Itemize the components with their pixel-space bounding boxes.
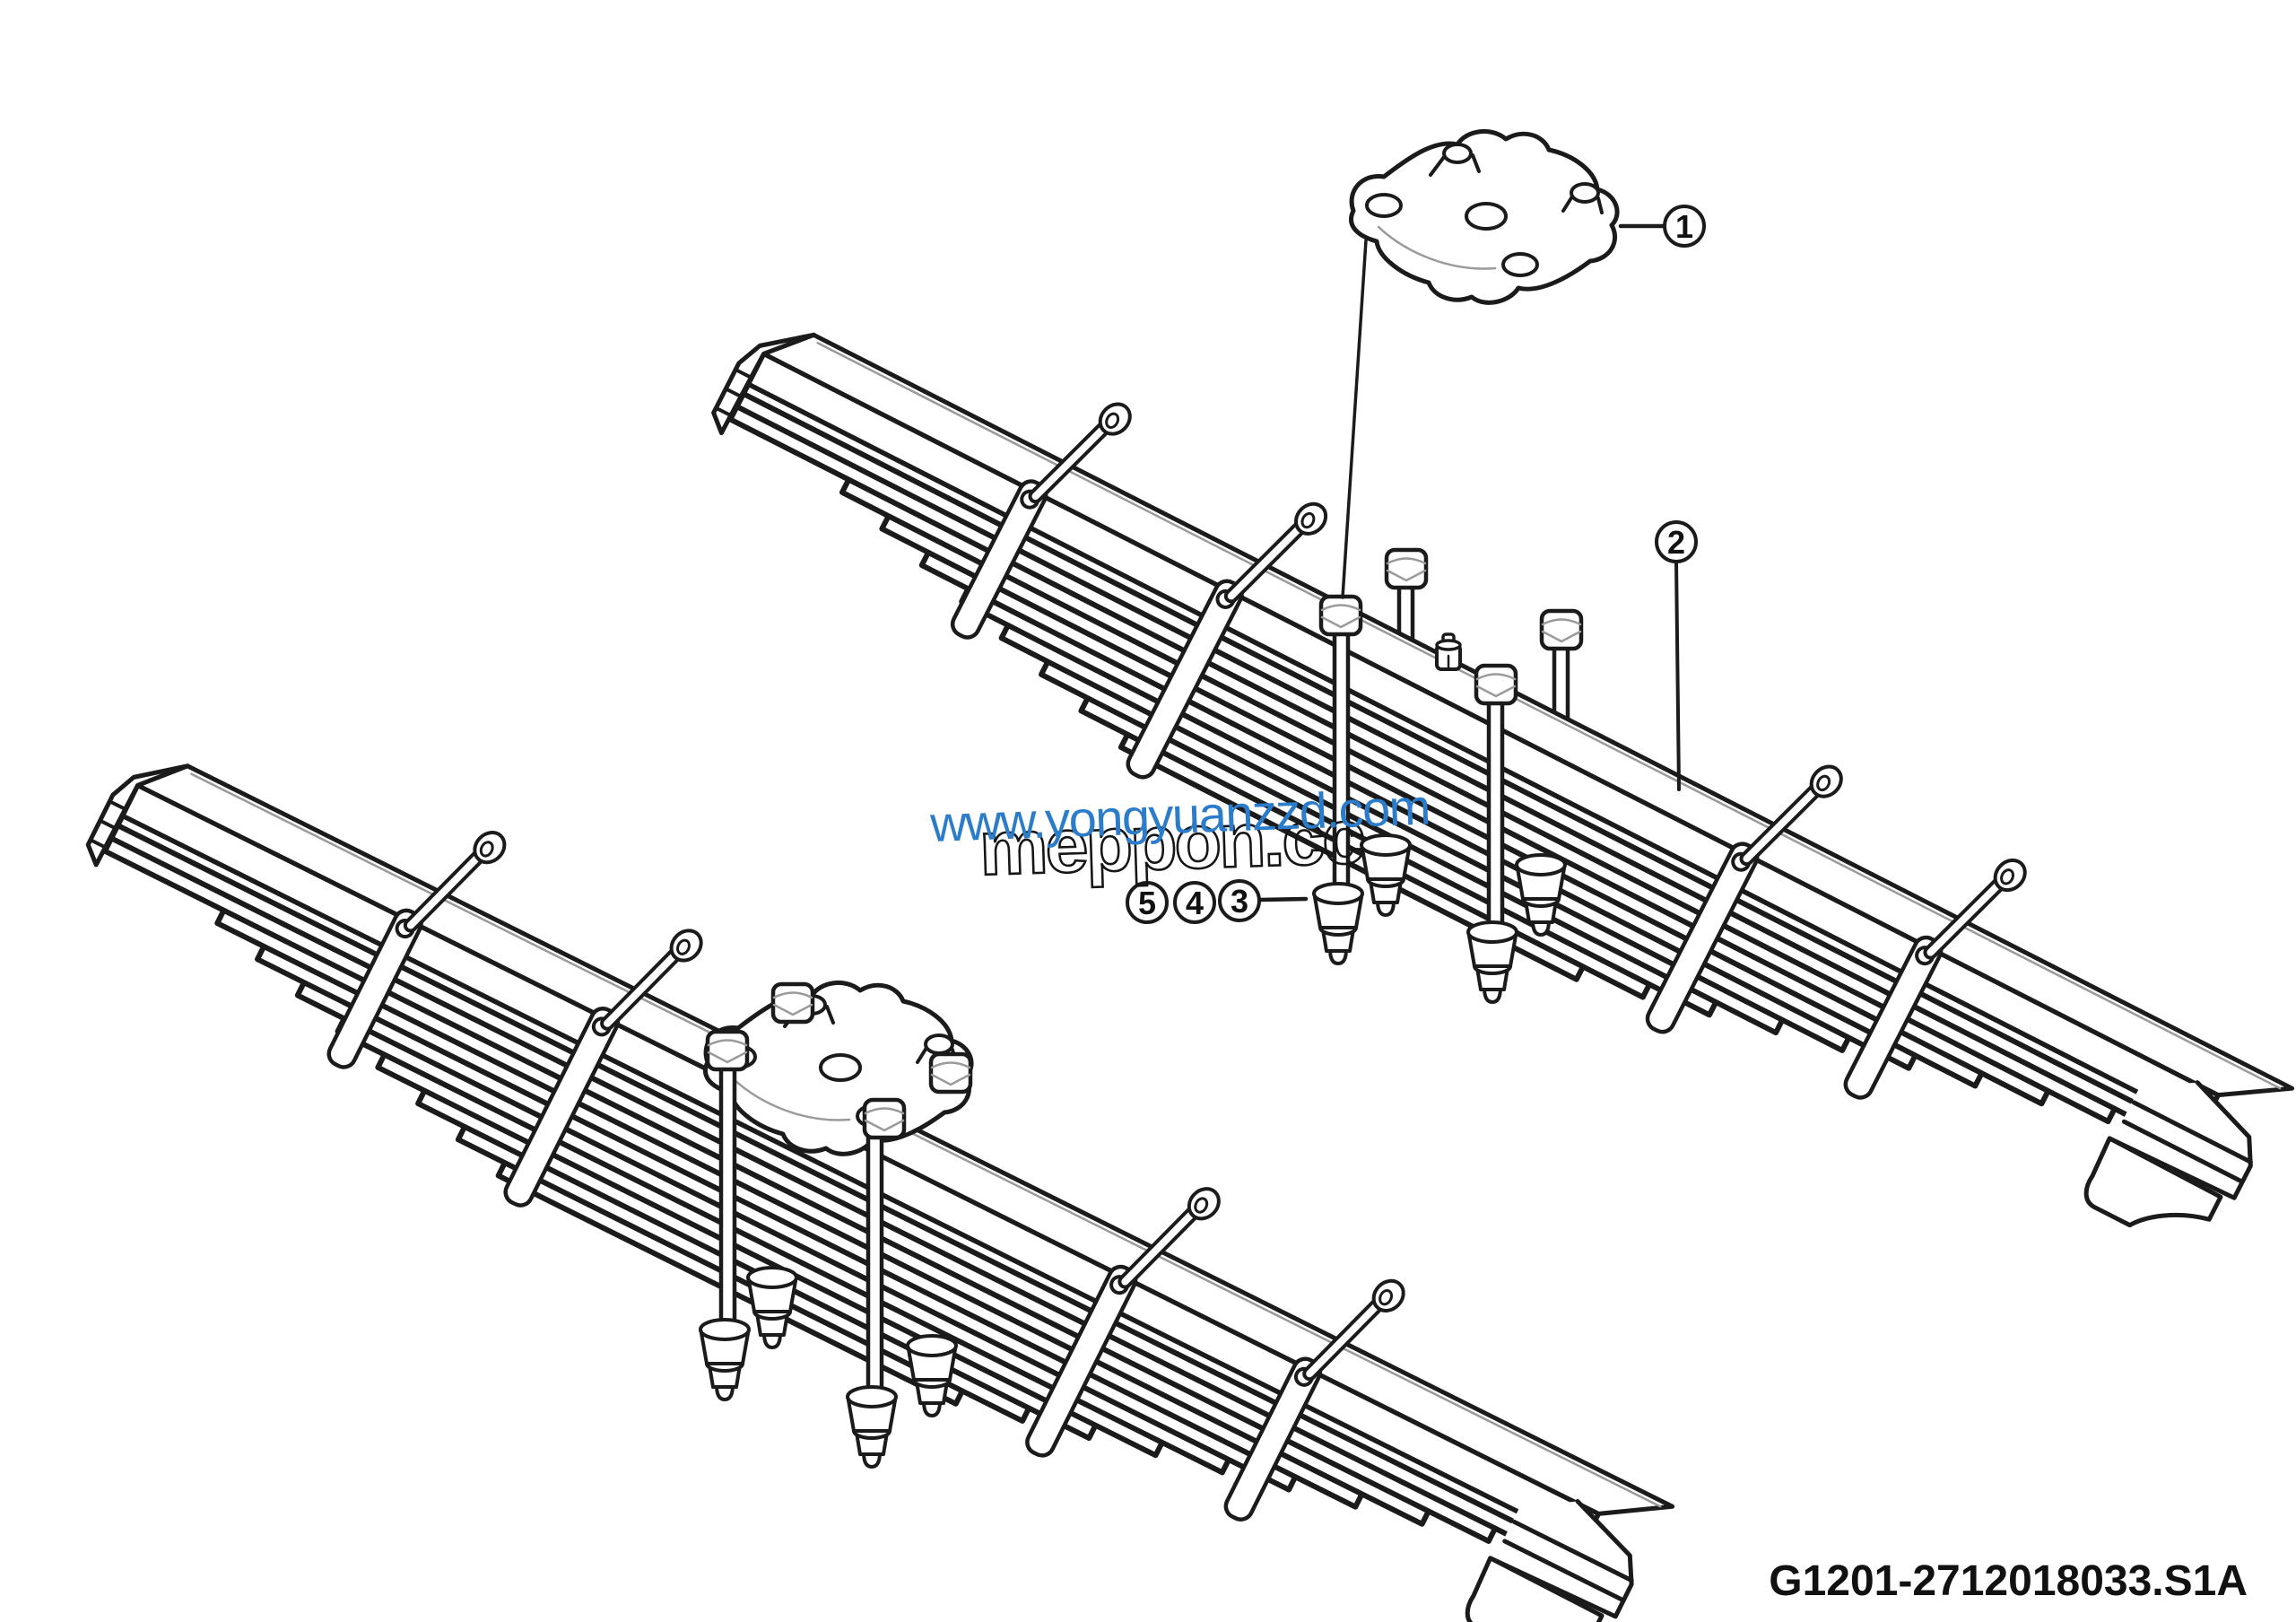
watermark-outline-text: meppon.cc [978,794,1365,892]
nut-stack [906,1334,958,1417]
callout-1-label: 1 [1675,208,1693,245]
callout-5-label: 5 [1138,885,1156,921]
callout-2-label: 2 [1667,524,1685,561]
leader-line-callout-2 [1674,560,1681,791]
center-bolt-nut [1435,632,1462,671]
callout-2: 2 [1655,520,1698,563]
callout-4: 4 [1173,881,1216,924]
drawing-number: G1201-2712018033.S1A [1769,1557,2248,1605]
callout-3-label: 3 [1231,883,1248,920]
callout-3: 3 [1218,879,1261,922]
callout-1: 1 [1663,205,1706,248]
clamp-plate-part-1 [1352,131,1618,302]
leader-line-part1 [1341,239,1368,599]
clamp-plate-bolts [699,984,970,1469]
center-bolt-near [1466,666,1518,1004]
leader-line-callout-3 [1257,896,1309,903]
center-bolt-near [1312,597,1364,965]
nut-stack [1360,833,1412,917]
callout-5: 5 [1126,881,1169,924]
callout-4-label: 4 [1186,885,1204,921]
nut-stack [746,1266,798,1349]
